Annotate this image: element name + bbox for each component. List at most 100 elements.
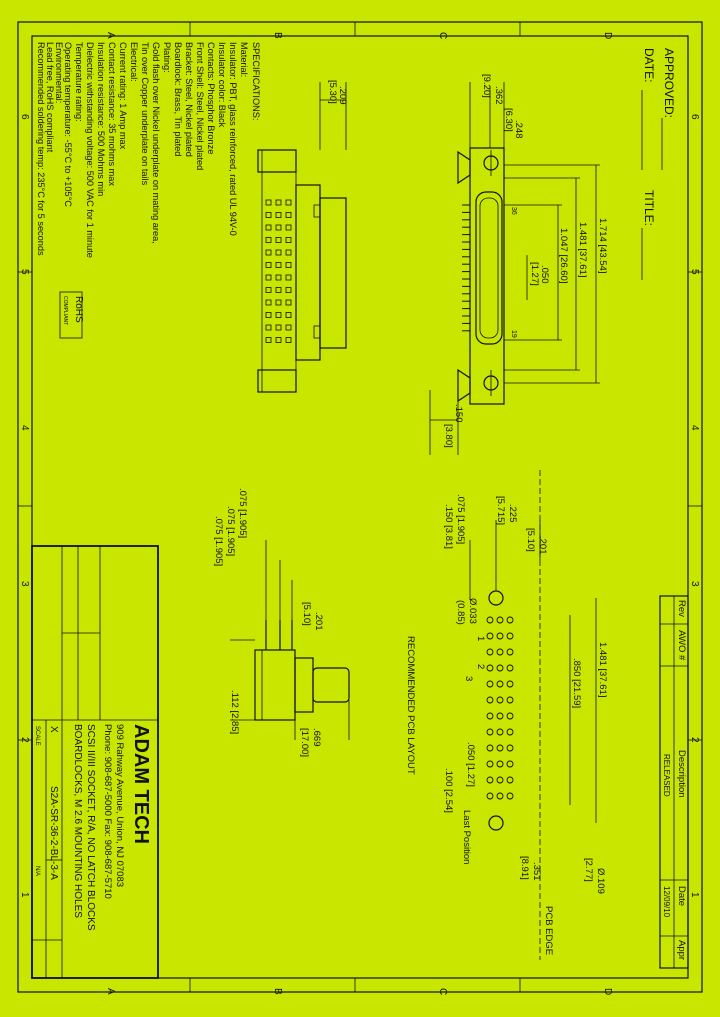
side-pin — [265, 249, 272, 256]
dim-1047: 1.047 [26.60] — [558, 228, 569, 283]
side-pin — [285, 249, 292, 256]
dim-201-mm: [5.10] — [301, 602, 312, 626]
pcb-phi-109-mm: [2.77] — [583, 858, 594, 882]
rev-header-description: Description — [676, 750, 687, 798]
connector-profile-view — [230, 620, 350, 721]
side-pin — [285, 199, 292, 206]
dim-209-mm: [5.30] — [327, 80, 338, 104]
side-pin — [275, 324, 282, 331]
spec-line: Insulation resistance: 500 Mohms min — [96, 42, 106, 196]
dim-075-b: .075 [1.905] — [225, 506, 236, 556]
title-block: ADAM TECH 909 Rahway Avenue, Union, NJ 0… — [31, 545, 159, 979]
pcb-hole — [496, 776, 504, 784]
rev-date-value: 12/09/10 — [662, 886, 671, 918]
spec-line: Plating: — [162, 42, 172, 73]
rev-header-awo: AWO # — [676, 630, 687, 661]
side-pin — [275, 262, 282, 268]
side-pin — [285, 274, 292, 281]
pcb-hole — [496, 696, 504, 704]
pcb-hole — [496, 648, 504, 656]
side-pin — [285, 212, 292, 218]
side-pin — [285, 237, 292, 243]
zone-letter-a-bottom: A — [105, 988, 116, 995]
pcb-dim-201-mm: [5.10] — [525, 528, 536, 552]
side-pin — [265, 274, 272, 281]
dim-150-mm: [3.80] — [443, 424, 454, 448]
pcb-pin-3-label: 3 — [463, 676, 474, 681]
pcb-hole — [506, 648, 514, 656]
dim-1714: 1.714 [43.54] — [597, 218, 608, 273]
approval-header: APPROVED: DATE: TITLE: — [641, 48, 676, 280]
side-pin-grid — [265, 199, 292, 343]
zone-letter-c-bottom: C — [437, 988, 448, 995]
rev-description-value: RELEASED — [662, 754, 671, 797]
dim-075-a: .075 [1.905] — [237, 488, 248, 538]
dim-1481: 1.481 [37.61] — [577, 222, 588, 277]
side-pin — [265, 262, 272, 268]
pcb-hole — [496, 728, 504, 736]
scale-label: SCALE — [34, 726, 40, 746]
spec-line: Temperature rating: — [74, 42, 84, 122]
pcb-dim-100: .100 [2.54] — [443, 768, 454, 813]
dim-248: .248 — [513, 120, 524, 139]
pcb-dim-075: .075 [1.905] — [455, 494, 466, 544]
spec-line: Gold flash over Nickel underplate on mat… — [151, 42, 161, 244]
pcb-phi-033-mm: (0.85) — [455, 600, 466, 625]
spec-line: Environmental: — [54, 42, 64, 103]
inner-border — [31, 35, 689, 979]
part-number: S2A-SR-36-2-BL-3-A — [48, 786, 59, 880]
side-pin — [265, 312, 272, 318]
part-description-2: BOARDLOCKS, M 2.6 MOUNTING HOLES — [72, 724, 83, 918]
spec-line: Recommended soldering temp: 235°C for 5 … — [36, 42, 46, 256]
pcb-hole — [486, 776, 494, 784]
side-pin — [275, 287, 282, 293]
zone-letter-d-bottom: D — [602, 988, 613, 995]
dim-669: .669 — [311, 728, 322, 747]
pcb-dim-225: .225 — [507, 504, 518, 523]
side-pin — [285, 337, 292, 343]
pcb-phi-033: Ø.033 — [467, 598, 478, 624]
pcb-hole — [496, 712, 504, 720]
side-pin — [265, 287, 272, 293]
rev-header-date: Date — [676, 886, 687, 906]
pcb-hole — [486, 616, 494, 624]
pcb-hole — [486, 728, 494, 736]
side-pin — [275, 299, 282, 306]
side-pin — [285, 324, 292, 331]
pcb-hole — [496, 632, 504, 640]
side-pin — [265, 324, 272, 331]
zone-letter-d-top: D — [602, 32, 613, 39]
specifications-block: SPECIFICATIONS: Material: Insulator: PBT… — [36, 42, 261, 258]
zone-number-1-right: 1 — [689, 892, 700, 898]
pcb-hole — [496, 792, 504, 800]
zone-number-2-right: 2 — [689, 737, 700, 743]
pcb-dim-225-mm: [5.715] — [495, 496, 506, 525]
pcb-hole — [486, 760, 494, 768]
side-pin — [275, 249, 282, 256]
date-label: DATE: — [642, 48, 656, 82]
spec-line: Current rating: 1 Amp max — [118, 42, 128, 150]
pcb-hole — [506, 696, 514, 704]
dim-075-c: .075 [1.905] — [213, 516, 224, 566]
pcb-hole — [506, 760, 514, 768]
company-phone: Phone: 908-687-5000 Fax: 908-687-5710 — [102, 724, 113, 899]
zone-ticks — [18, 22, 702, 992]
dim-362: .362 — [493, 86, 504, 105]
front-tail-pins — [462, 204, 470, 332]
pcb-dim-050: .050 [1.27] — [465, 742, 476, 787]
pcb-hole — [506, 664, 514, 672]
pcb-hole — [486, 648, 494, 656]
title-label: TITLE: — [642, 190, 656, 226]
pcb-hole — [496, 680, 504, 688]
profile-view-dims: .075 [1.905] .075 [1.905] .075 [1.905] .… — [213, 488, 350, 757]
dim-669-mm: [17.00] — [299, 728, 310, 757]
spec-line: Lead free, RoHS compliant — [45, 42, 55, 153]
pcb-hole — [486, 632, 494, 640]
spec-heading: SPECIFICATIONS: — [251, 42, 261, 120]
spec-line: Tin over Copper underplate on tails — [140, 42, 150, 186]
side-pin — [275, 312, 282, 318]
spec-line: Boardlock: Brass, Tin plated — [173, 42, 183, 156]
side-pin — [285, 262, 292, 268]
